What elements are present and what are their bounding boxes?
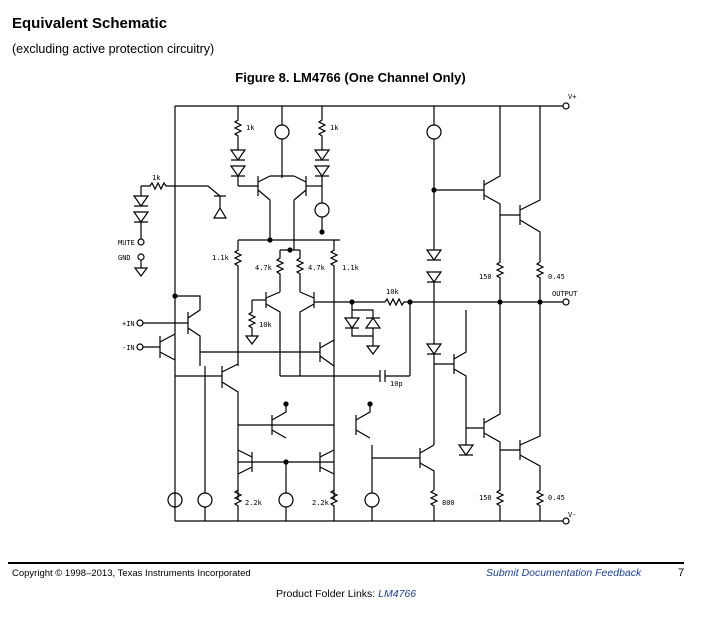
section-subtitle: (excluding active protection circuitry) <box>12 42 215 56</box>
ground-symbol-mute <box>133 260 149 277</box>
resistor-045-top <box>535 261 545 302</box>
resistor-1k-mute <box>141 181 208 191</box>
in-neg-label: -IN <box>122 344 135 352</box>
resistor-1-1k-b <box>329 240 339 366</box>
r-1k-b-label: 1k <box>330 124 339 132</box>
diode-bias-3 <box>425 343 443 356</box>
transistor-tail-b <box>355 404 371 439</box>
resistor-150-top <box>495 215 505 302</box>
c-10p-label: 10p <box>390 380 403 388</box>
submit-feedback-link[interactable]: Submit Documentation Feedback <box>486 567 642 579</box>
transistor-vas-right <box>299 291 315 376</box>
transistor-driver-vas <box>419 444 435 490</box>
r-1-1k-a-label: 1.1k <box>212 254 230 262</box>
resistor-800 <box>429 489 439 521</box>
r-10k-b-label: 10k <box>386 288 399 296</box>
transistor-vas-left <box>265 291 281 376</box>
footer-divider <box>8 562 684 564</box>
lm4766-link[interactable]: LM4766 <box>378 588 417 600</box>
diode-bias-1 <box>425 249 443 262</box>
r-4-7k-b-label: 4.7k <box>308 264 326 272</box>
r-1k-a-label: 1k <box>246 124 255 132</box>
r-045-a-label: 0.45 <box>548 273 565 281</box>
diode-output-2 <box>364 316 382 329</box>
diode-mute-2 <box>132 211 150 224</box>
transistor-diff-right <box>319 339 335 367</box>
r-150-b-label: 150 <box>479 494 492 502</box>
diode-top-right-2 <box>313 165 331 178</box>
r-150-a-label: 150 <box>479 273 492 281</box>
gnd-label: GND <box>118 254 131 262</box>
in-pos-pin <box>136 319 144 327</box>
vminus-terminal <box>562 517 570 525</box>
vminus-label: V- <box>568 511 576 519</box>
ground-symbol-output <box>365 336 381 355</box>
r-045-b-label: 0.45 <box>548 494 565 502</box>
current-source-bottom-b <box>197 492 213 508</box>
diode-mute-1 <box>132 195 150 208</box>
output-pin <box>562 298 570 306</box>
transistor-mirror-right <box>293 175 307 250</box>
in-neg-pin <box>136 343 144 351</box>
resistor-10k-vas <box>244 300 260 345</box>
transistor-mirror-bottom-left <box>237 449 253 475</box>
transistor-diff-left <box>221 363 239 500</box>
vplus-terminal <box>562 102 570 110</box>
r-2-2k-a-label: 2.2k <box>245 499 263 507</box>
equivalent-schematic-diagram: V+ V- MUTE GND +IN -IN OUTPUT 1k 1k 1k 1… <box>118 93 578 525</box>
product-folder-links: Product Folder Links: LM4766 <box>276 588 416 600</box>
resistor-150-bottom <box>495 450 505 521</box>
transistor-output-top <box>519 106 541 262</box>
diode-top-left-1 <box>229 149 247 162</box>
mute-pin <box>137 238 145 246</box>
current-source-bottom-a <box>167 492 183 508</box>
section-title: Equivalent Schematic <box>12 15 168 32</box>
resistor-4-7k-b <box>295 250 305 292</box>
transistor-output-driver-bottom <box>483 302 501 450</box>
output-label: OUTPUT <box>552 290 578 298</box>
r-1-1k-b-label: 1.1k <box>342 264 360 272</box>
page-number: 7 <box>678 567 685 579</box>
resistor-2-2k-a <box>233 489 243 521</box>
diode-top-right-1 <box>313 149 331 162</box>
current-source-driver <box>426 124 442 140</box>
diode-driver-bottom <box>457 444 475 457</box>
resistor-045-bottom <box>535 489 545 521</box>
transistor-output-bottom <box>519 302 541 490</box>
transistor-output-driver-top <box>483 106 501 215</box>
r-4-7k-a-label: 4.7k <box>255 264 273 272</box>
resistor-1k-a <box>233 106 243 150</box>
r-1k-c-label: 1k <box>152 174 161 182</box>
current-source-top-center <box>274 124 290 140</box>
resistor-4-7k-a <box>275 250 285 292</box>
diode-output-1 <box>343 317 361 330</box>
transistor-mute <box>207 185 228 219</box>
transistor-bias-spreader <box>453 310 467 445</box>
resistor-2-2k-b <box>329 489 339 521</box>
transistor-mirror-bottom-right <box>319 449 335 475</box>
transistor-tail-a <box>271 404 287 439</box>
r-2-2k-b-label: 2.2k <box>312 499 330 507</box>
resistor-10k-feedback <box>384 297 540 307</box>
figure-caption: Figure 8. LM4766 (One Channel Only) <box>235 70 466 85</box>
resistor-1k-b <box>317 106 327 150</box>
current-source-right <box>314 202 330 218</box>
current-source-bottom-center <box>278 492 294 508</box>
resistor-1-1k-a <box>233 240 243 366</box>
diode-top-left-2 <box>229 165 247 178</box>
transistor-input-pos <box>175 295 201 366</box>
copyright-text: Copyright © 1998–2013, Texas Instruments… <box>12 568 251 579</box>
folder-links-label: Product Folder Links: <box>276 588 379 600</box>
r-10k-a-label: 10k <box>259 321 272 329</box>
gnd-pin <box>137 253 145 261</box>
transistor-mirror-left <box>257 175 271 240</box>
vplus-label: V+ <box>568 93 576 101</box>
r-800-label: 800 <box>442 499 455 507</box>
mute-label: MUTE <box>118 239 135 247</box>
in-pos-label: +IN <box>122 320 135 328</box>
current-source-bottom-c <box>364 492 380 508</box>
diode-bias-2 <box>425 271 443 284</box>
transistor-input-neg <box>159 333 176 361</box>
